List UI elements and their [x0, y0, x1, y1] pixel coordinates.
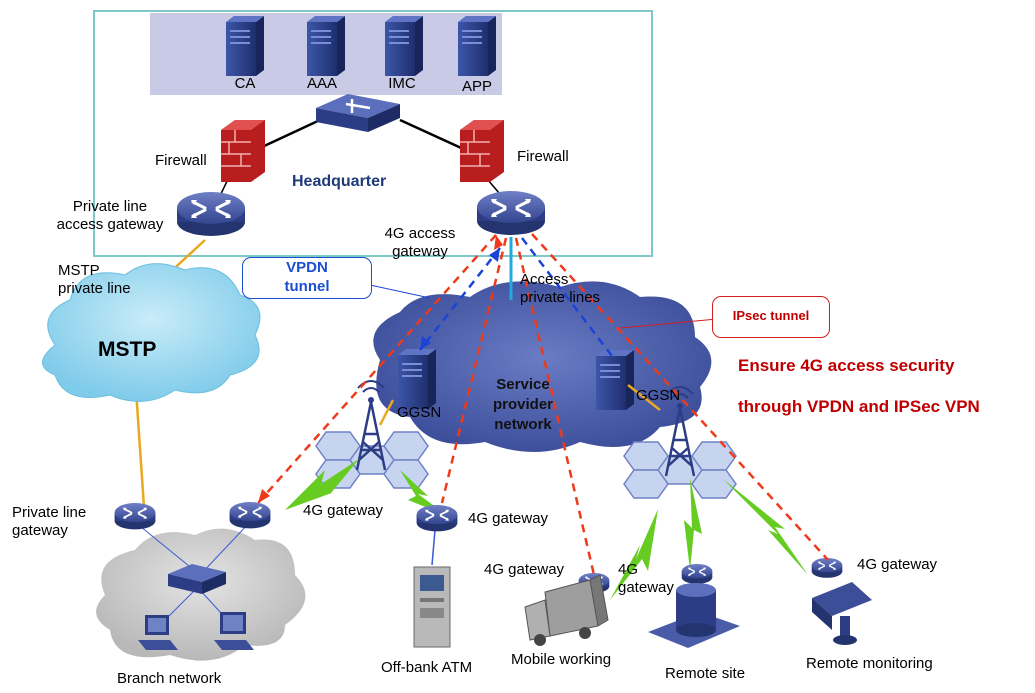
mstp-cloud-label: MSTP: [98, 338, 157, 361]
access-gateway-4g-router: [475, 189, 547, 237]
remote-monitoring-label: Remote monitoring: [806, 655, 933, 672]
mobile-4g-gateway-label: 4G gateway: [484, 561, 565, 578]
firewall-left-label: Firewall: [155, 152, 207, 169]
ipsec-tunnel-callout: IPsec tunnel: [712, 296, 830, 338]
atm-4g-gateway-router: [415, 504, 459, 533]
ggsn-right-label: GGSN: [636, 387, 681, 404]
note-line-2: through VPDN and IPSec VPN: [738, 397, 980, 416]
remote-site-label: Remote site: [665, 665, 746, 682]
private-line-gateway-label: Private line gateway: [12, 504, 87, 539]
ggsn-left-label: GGSN: [397, 404, 442, 421]
server-imc-label: IMC: [388, 75, 416, 92]
atm-icon: [413, 566, 451, 648]
service-provider-label: Service provider network: [492, 376, 553, 433]
firewall-right: [459, 119, 505, 183]
server-ca-label: CA: [234, 75, 256, 92]
server-app: [458, 16, 496, 76]
pc-icon: [214, 612, 254, 650]
remote-site-4g-gateway-label: 4G gateway: [618, 561, 674, 596]
private-line-gateway-router: [113, 502, 157, 531]
wireless-links: [285, 459, 808, 600]
atm-label: Off-bank ATM: [381, 659, 473, 676]
server-aaa: [307, 16, 345, 76]
vpdn-tunnel-lines: [419, 237, 613, 357]
mstp-cloud: [42, 263, 261, 402]
monitoring-4g-gateway-label: 4G gateway: [857, 556, 938, 573]
firewall-right-label: Firewall: [517, 148, 569, 165]
server-aaa-label: AAA: [306, 75, 337, 92]
monitoring-4g-gateway-router: [811, 557, 843, 579]
branch-network-cloud: [96, 528, 306, 661]
camera-icon: [812, 582, 872, 645]
note-line-1: Ensure 4G access security: [738, 356, 955, 375]
branch-network-label: Branch network: [117, 670, 222, 687]
remote-site-icon: [648, 583, 740, 648]
private-line-access-gateway-label: Private line access gateway: [56, 198, 164, 233]
ggsn-left: [398, 349, 436, 409]
access-gateway-4g-label: 4G access gateway: [384, 225, 456, 260]
branch-4g-gateway-router: [228, 501, 272, 530]
server-imc: [385, 16, 423, 76]
branch-switch: [168, 564, 226, 594]
branch-4g-gateway-label: 4G gateway: [303, 502, 384, 519]
mstp-private-line-label: MSTP private line: [58, 262, 131, 297]
core-switch: [316, 94, 400, 132]
ggsn-right: [596, 350, 634, 410]
atm-4g-gateway-label: 4G gateway: [468, 510, 549, 527]
server-ca: [226, 16, 264, 76]
link-switch-firewall-right: [399, 118, 471, 154]
private-line-access-gateway-router: [175, 190, 247, 238]
vpdn-tunnel-callout: VPDN tunnel: [242, 257, 372, 299]
access-private-lines-label: Access private lines: [520, 271, 601, 306]
server-app-label: APP: [461, 78, 492, 95]
remote-site-4g-gateway-router: [681, 563, 713, 585]
headquarter-title: Headquarter: [292, 173, 387, 190]
pc-icon: [138, 615, 178, 650]
truck-icon: [524, 574, 609, 646]
ipsec-tunnel-lines: [257, 233, 829, 576]
firewall-left: [220, 119, 266, 183]
mobile-working-label: Mobile working: [511, 651, 612, 668]
